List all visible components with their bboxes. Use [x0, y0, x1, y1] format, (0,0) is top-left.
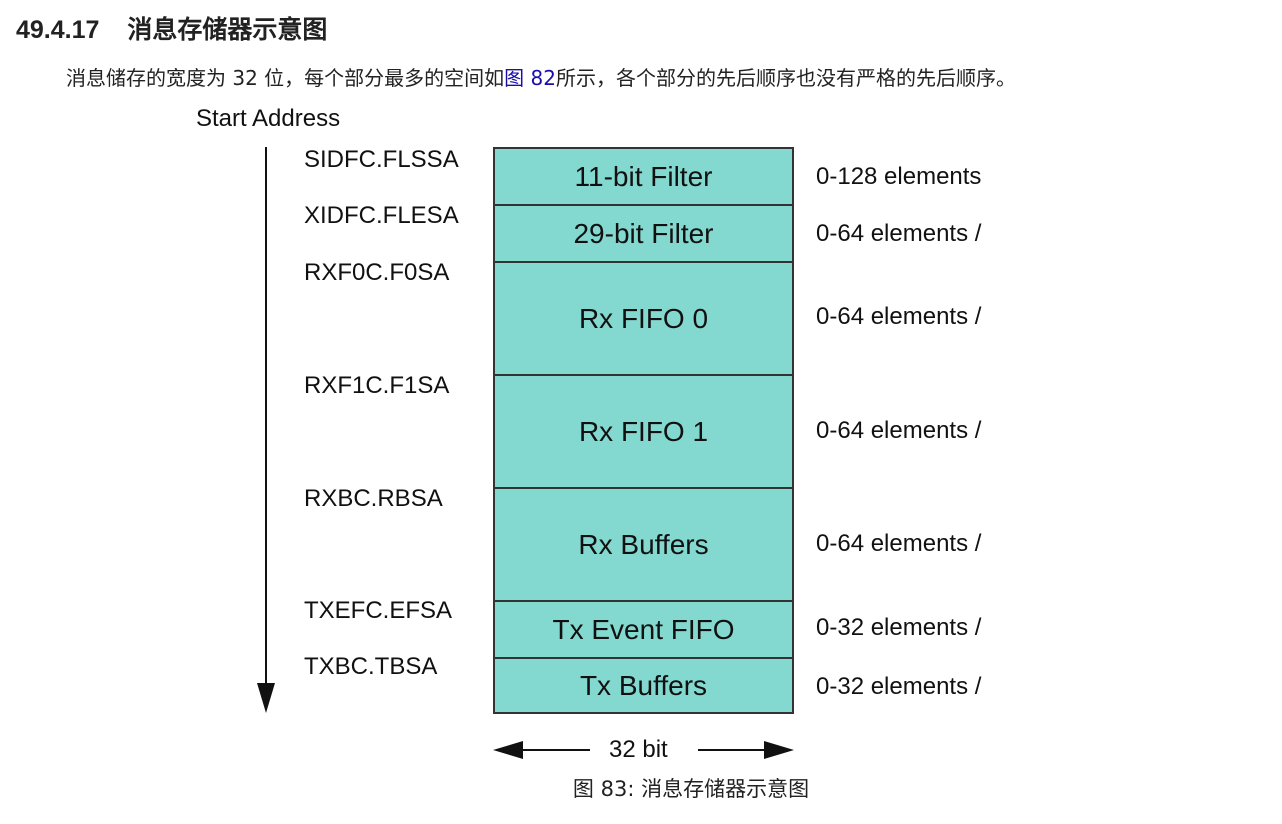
- section-rx-buffers: Rx Buffers: [493, 487, 794, 602]
- left-arrow-icon: [493, 741, 523, 759]
- address-label-xidfc: XIDFC.FLESA: [304, 202, 459, 229]
- section-rx-fifo-0: Rx FIFO 0: [493, 261, 794, 376]
- elements-label-rx-fifo-0: 0-64 elements /: [816, 303, 982, 330]
- elements-label-rx-fifo-1: 0-64 elements /: [816, 417, 982, 444]
- section-heading: 49.4.17 消息存储器示意图: [16, 10, 327, 46]
- width-label: 32 bit: [609, 736, 668, 763]
- description-paragraph: 消息储存的宽度为 32 位，每个部分最多的空间如图 82所示，各个部分的先后顺序…: [66, 62, 1016, 91]
- address-label-rxbc: RXBC.RBSA: [304, 485, 443, 512]
- section-29bit-filter: 29-bit Filter: [493, 204, 794, 263]
- figure-82-link[interactable]: 图 82: [504, 66, 556, 90]
- figure-caption-text: 图 83: 消息存储器示意图: [572, 777, 810, 801]
- paragraph-text-start: 消息储存的宽度为 32 位，每个部分最多的空间如: [66, 66, 505, 90]
- address-label-rxf0c: RXF0C.F0SA: [304, 259, 450, 286]
- section-11bit-filter: 11-bit Filter: [493, 147, 794, 206]
- elements-label-tx-event-fifo: 0-32 elements /: [816, 614, 982, 641]
- section-tx-buffers: Tx Buffers: [493, 657, 794, 714]
- section-tx-event-fifo: Tx Event FIFO: [493, 600, 794, 659]
- address-label-rxf1c: RXF1C.F1SA: [304, 372, 450, 399]
- address-label-txefc: TXEFC.EFSA: [304, 597, 453, 624]
- elements-label-11bit: 0-128 elements: [816, 163, 982, 190]
- address-label-sidfc: SIDFC.FLSSA: [304, 146, 459, 173]
- right-arrow-icon: [764, 741, 794, 759]
- elements-label-29bit: 0-64 elements /: [816, 220, 982, 247]
- section-title: 消息存储器示意图: [127, 16, 328, 44]
- address-label-txbc: TXBC.TBSA: [304, 653, 438, 680]
- figure-caption: 图 83: 消息存储器示意图: [0, 773, 1282, 803]
- elements-label-tx-buffers: 0-32 elements /: [816, 673, 982, 700]
- elements-label-rx-buffers: 0-64 elements /: [816, 530, 982, 557]
- start-address-label: Start Address: [196, 105, 341, 132]
- paragraph-text-end: 所示，各个部分的先后顺序也没有严格的先后顺序。: [555, 66, 1016, 90]
- section-rx-fifo-1: Rx FIFO 1: [493, 374, 794, 489]
- down-arrow-icon: [257, 683, 275, 713]
- section-number: 49.4.17: [16, 16, 100, 44]
